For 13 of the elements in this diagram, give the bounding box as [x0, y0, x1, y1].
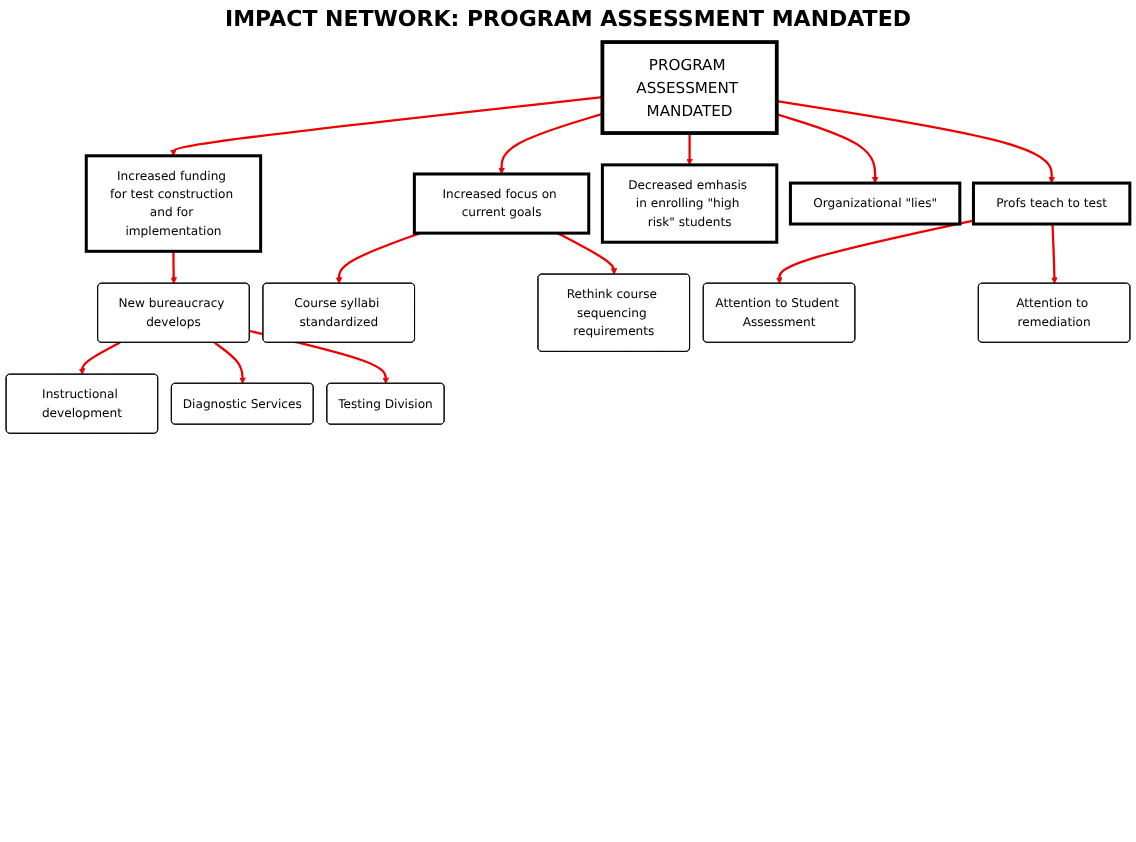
arrow	[335, 232, 421, 284]
arrow	[557, 232, 618, 275]
arrow	[776, 100, 1055, 184]
arrow	[1051, 223, 1058, 284]
arrow	[686, 133, 693, 166]
arrow	[498, 112, 603, 175]
arrow	[213, 341, 246, 384]
arrow	[170, 251, 178, 284]
diagram-title: IMPACT NETWORK: PROGRAM ASSESSMENT MANDATED	[223, 6, 913, 32]
arrow	[776, 219, 974, 284]
arrow	[170, 96, 603, 157]
arrow	[776, 113, 879, 184]
arrow	[78, 341, 121, 375]
